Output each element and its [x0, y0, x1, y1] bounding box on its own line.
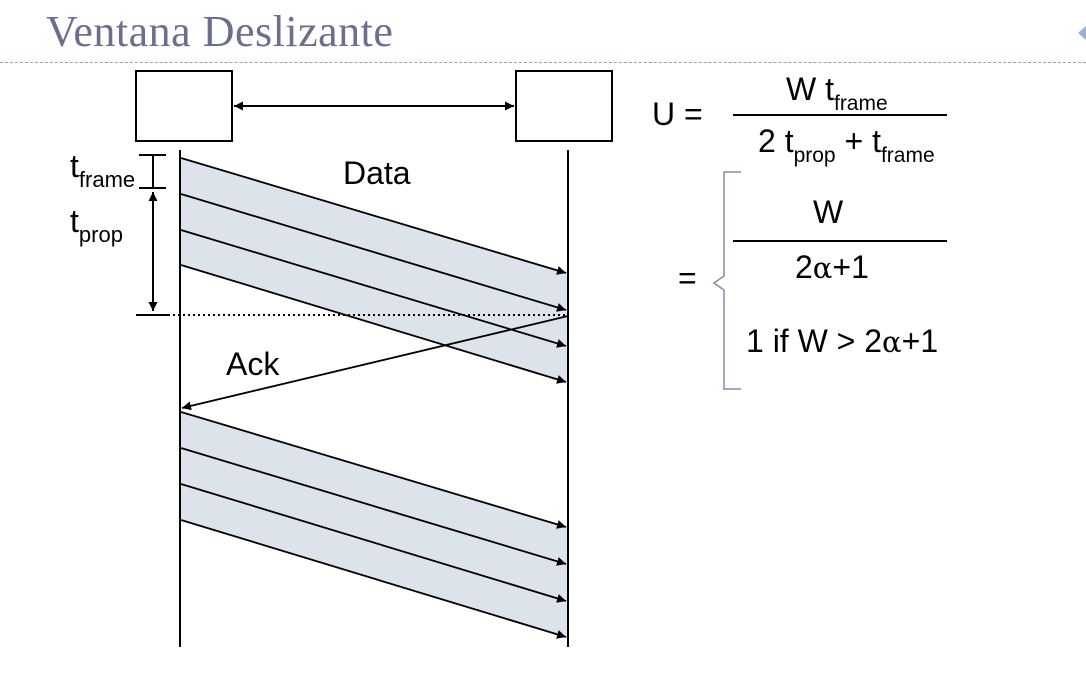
data-arrow: [180, 519, 567, 639]
case2-post: +1: [901, 323, 939, 359]
t-frame-dimension: [139, 154, 166, 189]
data-arrow: [180, 264, 567, 384]
case1-alpha: α: [812, 251, 833, 285]
formula-fraction-line: [733, 114, 947, 116]
formula-numerator-main: W t: [786, 71, 834, 107]
data-label: Data: [343, 155, 411, 191]
formula-lhs: U =: [652, 96, 703, 132]
case1-den-pre: 2: [795, 249, 813, 285]
t-frame-sub: frame: [78, 167, 136, 192]
formula-denominator-sub2: frame: [880, 144, 935, 167]
frame-bands: [181, 158, 567, 638]
frame-band: [181, 194, 567, 345]
data-arrow: [180, 193, 567, 312]
formula-denominator-pre: 2 t: [758, 123, 794, 159]
case1-den-post: +1: [832, 249, 869, 285]
frame-band: [181, 484, 567, 638]
t-prop-dimension: [136, 192, 170, 316]
frame-band: [181, 412, 567, 563]
t-frame-label: tframe: [70, 148, 135, 191]
case1-denominator: 2α+1: [795, 251, 869, 283]
case2-pre: 1 if W > 2: [746, 323, 883, 359]
formula-numerator: W tframe: [786, 71, 888, 114]
data-arrow: [180, 483, 567, 603]
case2-condition: 1 if W > 2α+1: [746, 325, 938, 357]
ack-arrow: [181, 315, 569, 411]
formula-denominator: 2 tprop + tframe: [758, 123, 935, 166]
frame-band: [181, 230, 567, 382]
ack-label: Ack: [226, 346, 280, 382]
t-prop-sub: prop: [78, 222, 123, 247]
data-arrow: [180, 411, 567, 529]
data-arrow: [180, 157, 567, 275]
case2-alpha: α: [882, 325, 902, 359]
case1-fraction-line: [733, 240, 947, 242]
formula-denominator-mid: + t: [835, 123, 881, 159]
case-brace: [712, 171, 741, 390]
t-prop-label: tprop: [70, 203, 123, 246]
formula-eq2: =: [678, 260, 697, 296]
t-prop-base: t: [70, 203, 79, 239]
frame-band: [181, 448, 567, 600]
formula-numerator-sub: frame: [833, 92, 888, 115]
sender-box: [135, 70, 233, 142]
case1-numerator: W: [813, 194, 844, 230]
nav-arrow-icon[interactable]: [1078, 26, 1086, 40]
slide-title: Ventana Deslizante: [46, 7, 394, 56]
receiver-box: [515, 70, 613, 142]
data-arrow: [180, 447, 567, 566]
t-frame-base: t: [70, 148, 79, 184]
frame-band: [181, 158, 567, 309]
data-arrow: [180, 229, 567, 348]
formula-denominator-sub1: prop: [793, 144, 836, 167]
title-divider: [0, 62, 1086, 63]
